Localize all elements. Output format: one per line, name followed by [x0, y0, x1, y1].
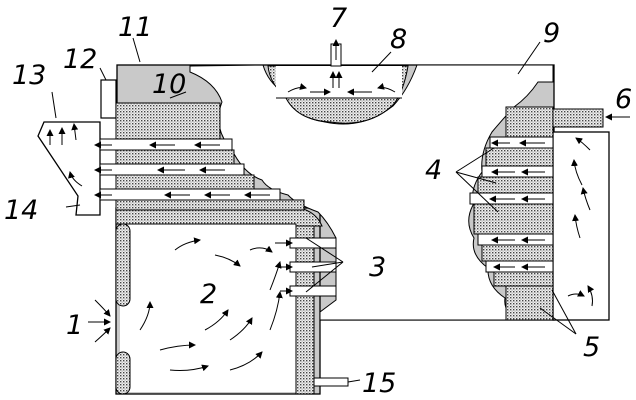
- leader-lines: [51, 37, 577, 383]
- label-9: 9: [543, 18, 560, 49]
- label-12: 12: [63, 44, 97, 75]
- label-7: 7: [330, 3, 347, 34]
- bottom-outlet: [313, 377, 349, 387]
- label-1: 1: [66, 310, 83, 341]
- label-3: 3: [369, 252, 386, 283]
- labels: 1 2 3 4 5 6 7 8 9 10 11 12 13 14 15: [4, 3, 632, 399]
- label-15: 15: [362, 368, 396, 399]
- label-6: 6: [615, 84, 632, 115]
- label-8: 8: [390, 24, 407, 55]
- label-10: 10: [152, 69, 186, 100]
- label-2: 2: [200, 279, 217, 310]
- label-11: 11: [118, 12, 152, 43]
- flow-arrows: [46, 39, 630, 372]
- label-4: 4: [425, 155, 442, 186]
- right-tube-bank: [469, 106, 604, 321]
- label-5: 5: [583, 332, 600, 363]
- label-14: 14: [4, 195, 38, 226]
- label-13: 13: [12, 60, 46, 91]
